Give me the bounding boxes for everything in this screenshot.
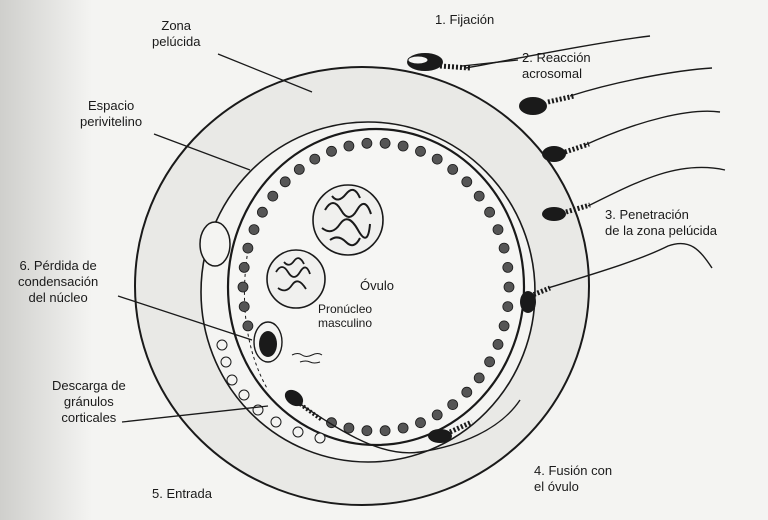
leader-granulos bbox=[121, 405, 269, 423]
cortical-granule bbox=[256, 206, 268, 218]
leader-lines bbox=[117, 53, 519, 423]
sperm-penetrating-upper bbox=[542, 110, 721, 162]
cortical-granule bbox=[492, 224, 504, 236]
cortical-granule bbox=[343, 422, 355, 434]
sperm-fusion bbox=[520, 242, 713, 313]
leader-perivitelino bbox=[153, 133, 251, 171]
leader-zona bbox=[217, 53, 313, 93]
cortical-granule bbox=[361, 137, 373, 149]
polar-body bbox=[199, 221, 231, 267]
label-pronucleo-masculino: Pronúcleo masculino bbox=[318, 302, 373, 330]
male-pronucleus bbox=[266, 249, 326, 309]
tail-remnant bbox=[291, 353, 323, 364]
cortical-granule bbox=[238, 261, 250, 273]
cortical-granule bbox=[461, 386, 473, 398]
discharged-granule bbox=[270, 416, 282, 428]
label-espacio-perivitelino: Espacio perivitelino bbox=[80, 98, 143, 129]
label-perdida-condensacion: 6. Pérdida de condensación del núcleo bbox=[18, 258, 99, 305]
ovum-membrane bbox=[226, 127, 526, 447]
label-fusion: 4. Fusión con el óvulo bbox=[534, 463, 613, 494]
leader-reaccion bbox=[461, 59, 519, 67]
cortical-granule bbox=[473, 372, 485, 384]
cortical-granule bbox=[397, 422, 409, 434]
cortical-granule bbox=[502, 261, 514, 273]
cortical-granule bbox=[237, 281, 249, 293]
discharged-granule bbox=[220, 356, 232, 368]
label-fijacion: 1. Fijación bbox=[435, 12, 495, 27]
sperm-reaccion-acrosomal bbox=[519, 67, 713, 115]
cortical-granule bbox=[242, 242, 254, 254]
cortical-granule bbox=[343, 140, 355, 152]
cortical-granule bbox=[415, 417, 426, 429]
sperm-entrada bbox=[284, 389, 521, 454]
sperm-penetracion bbox=[542, 166, 726, 221]
label-entrada: 5. Entrada bbox=[152, 486, 212, 501]
cortical-granules bbox=[237, 137, 515, 437]
label-reaccion-acrosomal: 2. Reacción acrosomal bbox=[522, 50, 591, 81]
cortical-granule bbox=[431, 153, 443, 165]
label-zona-pelucida: Zona pelúcida bbox=[152, 18, 201, 49]
sperm-fijacion bbox=[407, 35, 651, 71]
cortical-granule bbox=[447, 163, 459, 175]
discharged-granule bbox=[226, 374, 238, 386]
cortical-granule bbox=[415, 145, 426, 157]
discharged-granule bbox=[292, 426, 304, 438]
cortical-granule bbox=[498, 242, 510, 254]
male-chromatin bbox=[275, 257, 311, 292]
cortical-granule bbox=[379, 137, 391, 149]
cortical-granule bbox=[379, 425, 391, 437]
cortical-granule bbox=[326, 145, 337, 157]
discharged-granule bbox=[238, 389, 250, 401]
cortical-granule bbox=[361, 425, 373, 437]
cortical-granule bbox=[461, 176, 473, 188]
cortical-granule bbox=[279, 176, 291, 188]
cortical-granule bbox=[293, 163, 305, 175]
cortical-granule bbox=[498, 320, 510, 332]
label-ovulo: Óvulo bbox=[360, 278, 394, 293]
discharged-granule bbox=[216, 339, 228, 351]
cortical-granule bbox=[242, 320, 254, 332]
cortical-granule bbox=[309, 153, 321, 165]
ovum-chromatin bbox=[321, 188, 372, 247]
cortical-granule bbox=[238, 301, 250, 313]
decondensing-chromatin bbox=[259, 331, 277, 357]
cortical-granule bbox=[492, 338, 504, 350]
cortical-granule bbox=[397, 140, 409, 152]
cortical-granule bbox=[503, 281, 515, 293]
cortical-granule bbox=[431, 409, 443, 421]
cortical-granule bbox=[484, 356, 496, 368]
label-descarga-granulos: Descarga de gránulos corticales bbox=[52, 378, 126, 425]
label-penetracion: 3. Penetración de la zona pelúcida bbox=[605, 207, 718, 238]
discharged-granule bbox=[314, 432, 326, 444]
cortical-granule bbox=[447, 399, 459, 411]
cortical-granule bbox=[484, 206, 496, 218]
cortical-granule bbox=[473, 190, 485, 202]
discharged-granules bbox=[216, 339, 326, 444]
cortical-granule bbox=[248, 224, 260, 236]
leader-perdida bbox=[117, 295, 253, 341]
cortical-granule bbox=[502, 301, 514, 313]
cortical-granule bbox=[267, 190, 279, 202]
